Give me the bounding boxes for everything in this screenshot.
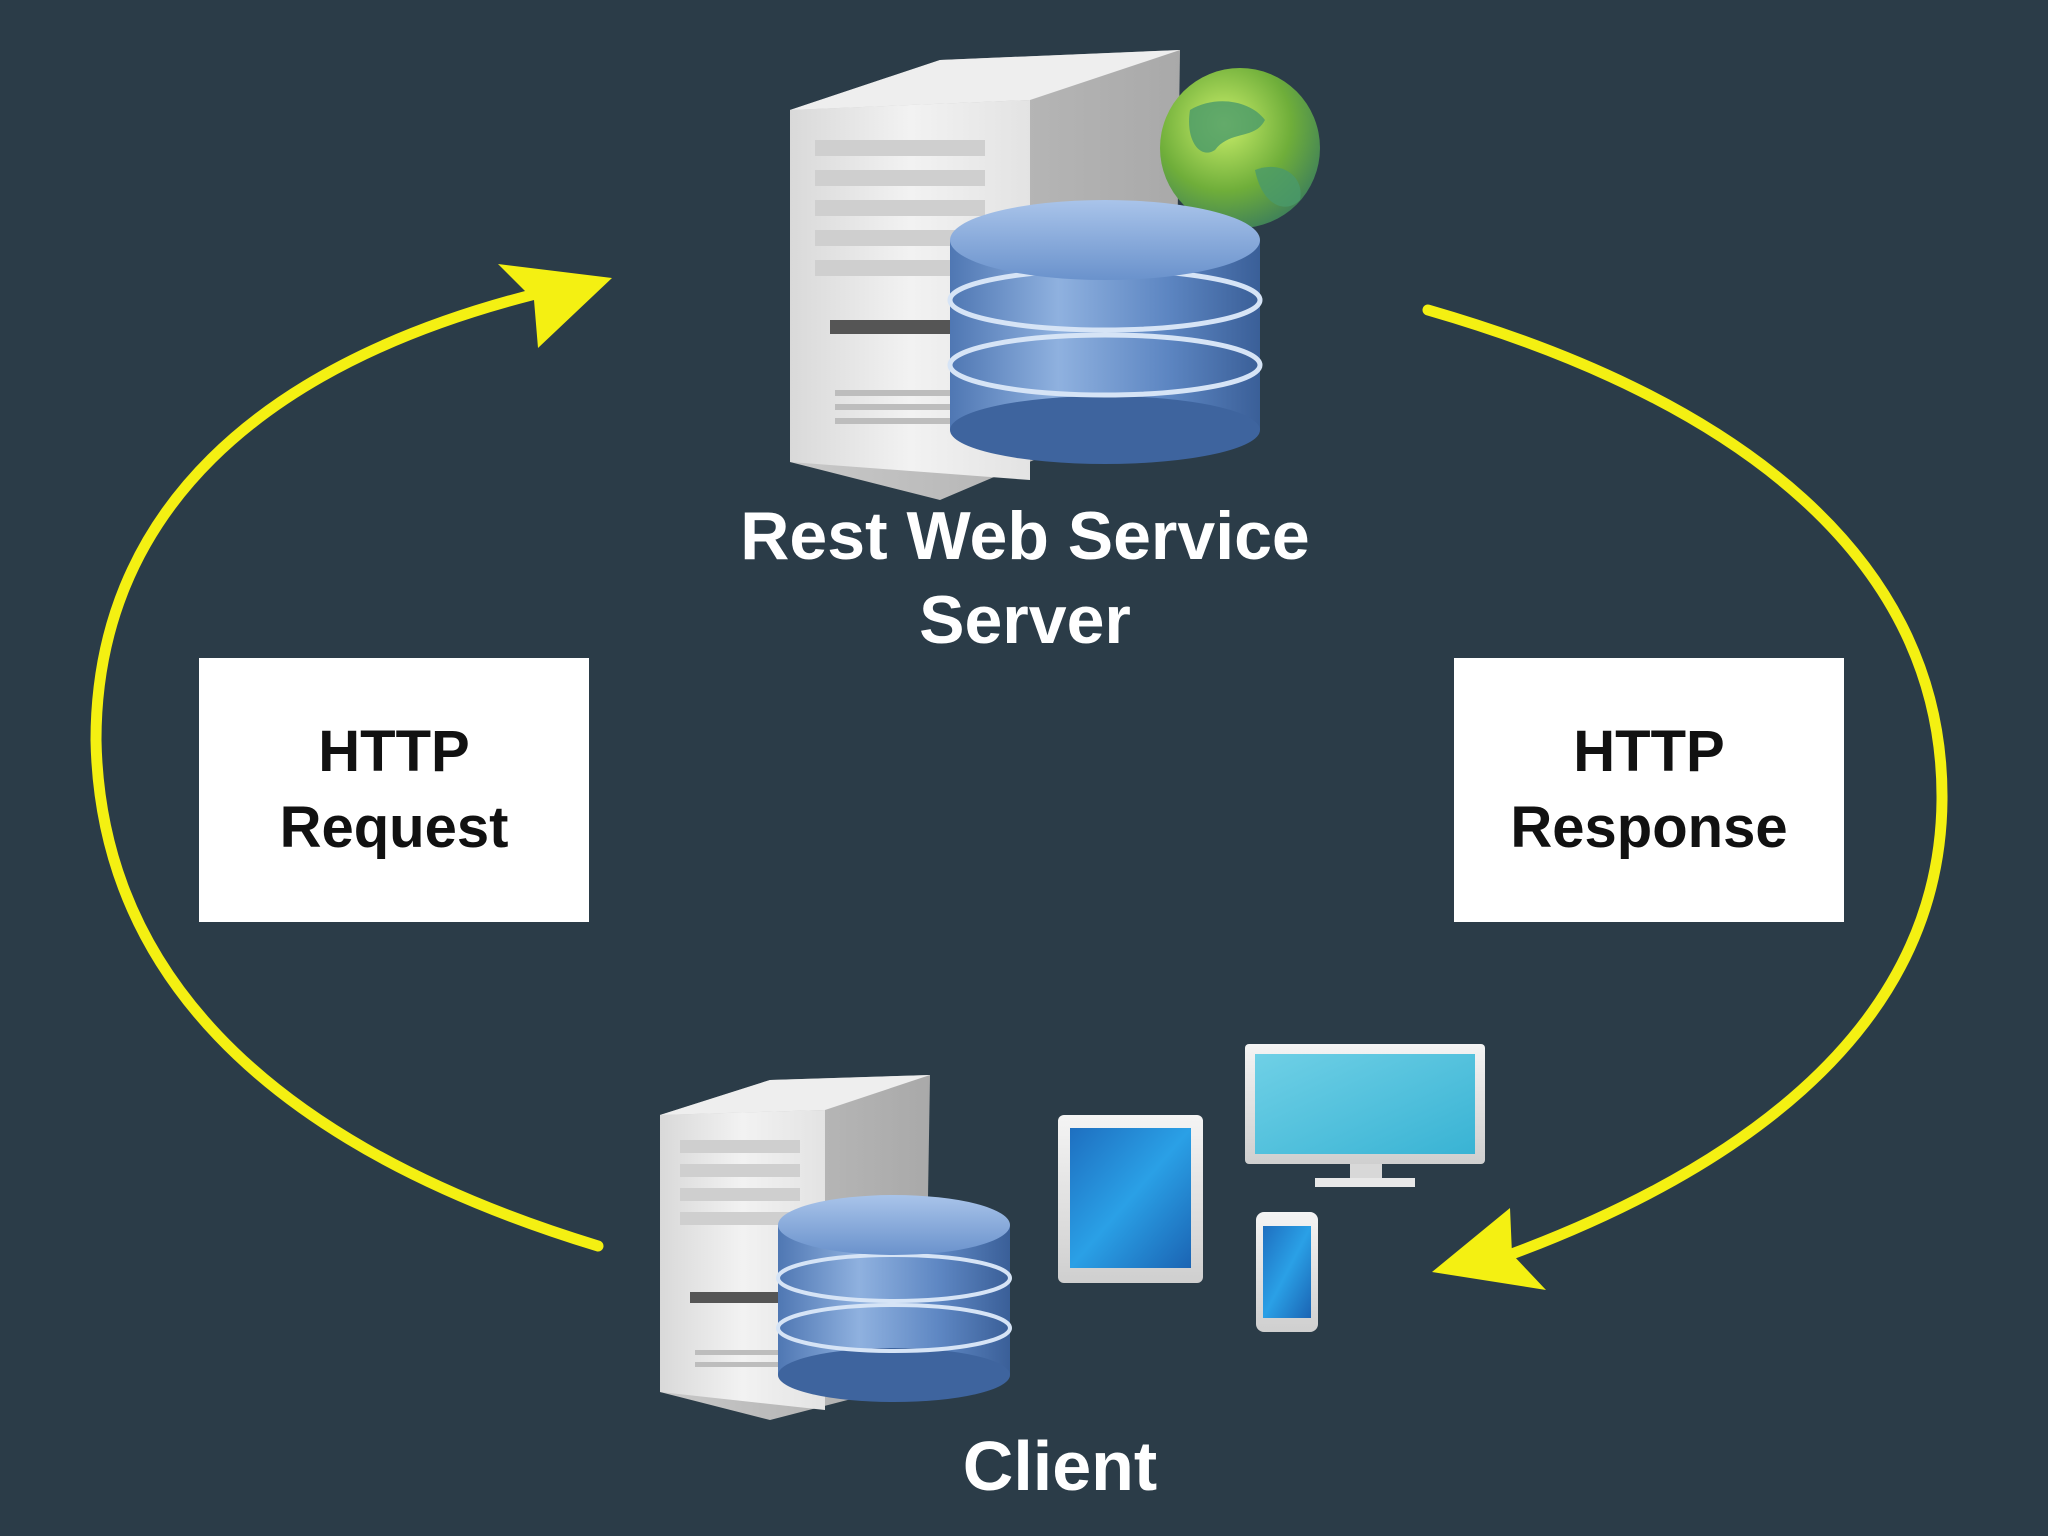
- database-icon: [947, 200, 1263, 464]
- response-label-line2: Response: [1510, 795, 1788, 860]
- response-arrow: [1422, 304, 1948, 1290]
- http-response-label: HTTP Response: [1454, 658, 1844, 922]
- http-request-label: HTTP Request: [199, 658, 589, 922]
- server-title-line2: Server: [919, 582, 1131, 658]
- tablet-icon: [1058, 1115, 1203, 1283]
- request-label-line1: HTTP: [318, 719, 470, 784]
- client-database-icon: [776, 1195, 1012, 1402]
- server-title-line1: Rest Web Service: [740, 498, 1310, 574]
- request-label-line2: Request: [279, 795, 509, 860]
- response-label-line1: HTTP: [1573, 719, 1725, 784]
- server-title: Rest Web Service Server: [560, 494, 1490, 662]
- request-arrow: [90, 264, 612, 1252]
- client-title: Client: [962, 1427, 1158, 1505]
- monitor-icon: [1245, 1044, 1485, 1187]
- smartphone-icon: [1256, 1212, 1318, 1332]
- globe-icon: [1160, 68, 1320, 228]
